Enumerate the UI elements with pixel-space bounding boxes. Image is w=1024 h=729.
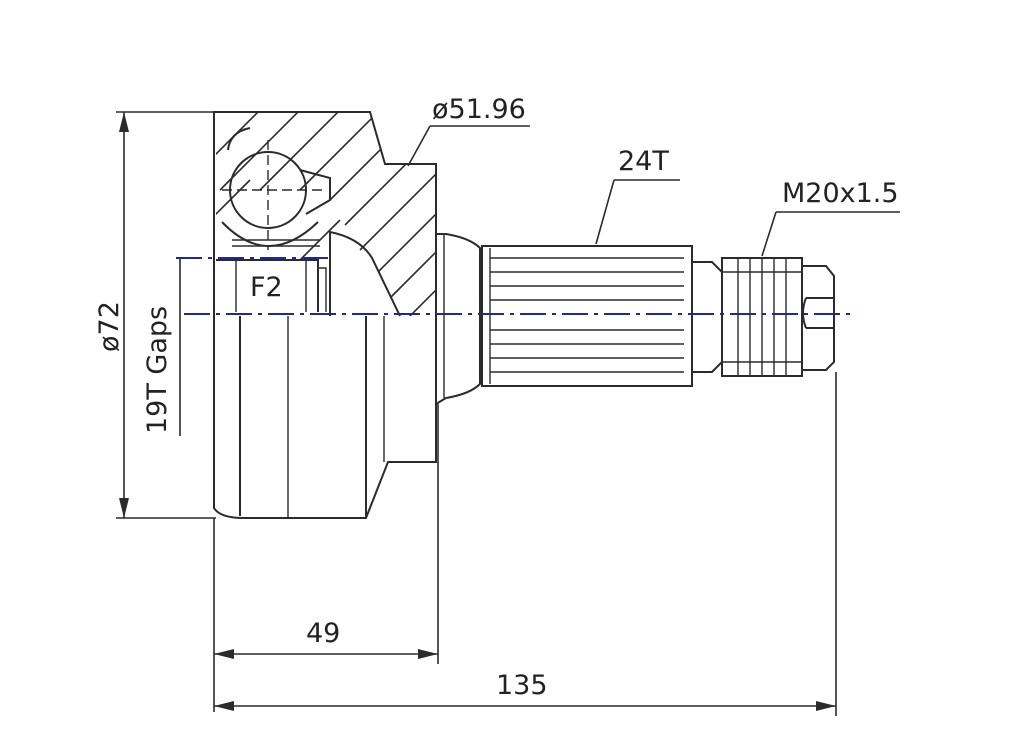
label-gaps: 19T Gaps [142,306,173,434]
label-diameter-seal: ø51.96 [432,94,526,125]
housing-body [213,316,437,519]
dim-diameter-outer [116,111,216,519]
label-thread: M20x1.5 [782,178,899,209]
dim-spline-leader [595,179,680,245]
spline-24t [481,245,693,387]
stem [435,233,835,405]
housing-outline-top [213,111,437,316]
label-diameter-outer: ø72 [94,301,125,352]
label-marker: F2 [250,272,283,303]
dim-seal-leader [407,125,530,167]
dim-thread-leader [761,211,900,257]
dim-length-body [213,404,439,712]
dim-length-total [214,372,837,716]
label-spline: 24T [618,146,669,177]
cage [221,221,319,247]
spline-teeth [489,248,684,384]
label-length-total: 135 [496,670,548,701]
label-length-body: 49 [306,618,340,649]
thread-lines [722,258,802,376]
